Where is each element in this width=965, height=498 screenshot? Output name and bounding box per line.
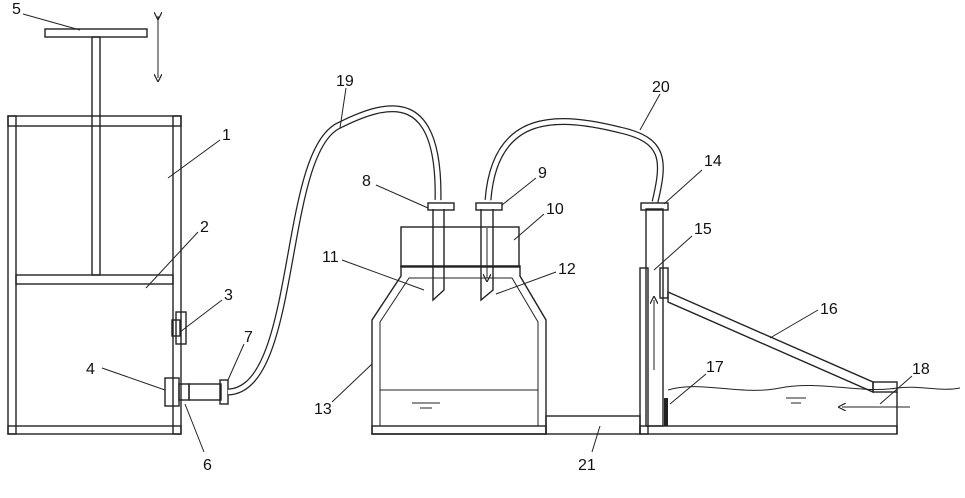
- baffle-post: [664, 398, 668, 426]
- suction-tube: [640, 202, 669, 427]
- label-1: 1: [222, 127, 231, 144]
- label-5: 5: [12, 1, 21, 18]
- bottle-stopper: [400, 226, 520, 268]
- label-16: 16: [820, 301, 838, 318]
- label-8: 8: [362, 173, 371, 190]
- label-7: 7: [244, 329, 253, 346]
- piston: [15, 274, 174, 285]
- label-14: 14: [704, 153, 722, 170]
- label-6: 6: [203, 457, 212, 474]
- label-9: 9: [538, 165, 547, 182]
- tube-12: [475, 202, 503, 302]
- collection-bottle: [371, 265, 547, 435]
- label-4: 4: [86, 361, 95, 378]
- side-valve: [171, 311, 187, 345]
- leader-lines: [22, 13, 913, 453]
- label-21: 21: [578, 457, 596, 474]
- inclined-ramp: [667, 290, 898, 394]
- label-17: 17: [706, 359, 724, 376]
- connecting-channel: [545, 415, 641, 435]
- label-10: 10: [546, 201, 564, 218]
- water-channel: [639, 385, 961, 435]
- label-2: 2: [200, 219, 209, 236]
- piston-rod: [44, 28, 148, 276]
- label-19: 19: [336, 73, 354, 90]
- label-3: 3: [224, 287, 233, 304]
- label-15: 15: [694, 221, 712, 238]
- label-13: 13: [314, 401, 332, 418]
- label-20: 20: [652, 79, 670, 96]
- label-11: 11: [322, 249, 339, 266]
- outlet-connector: [188, 383, 222, 401]
- hose-19: [227, 105, 442, 396]
- outlet-valve: [164, 377, 190, 407]
- label-12: 12: [558, 261, 576, 278]
- tube-11: [427, 202, 455, 302]
- label-18: 18: [912, 361, 930, 378]
- hose-20: [484, 117, 664, 203]
